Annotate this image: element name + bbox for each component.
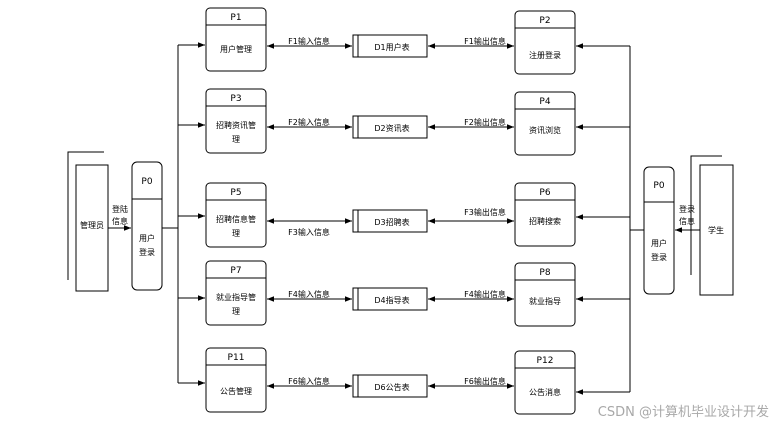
process-p6-id: P6: [539, 188, 550, 198]
store-d2-label: D2资讯表: [374, 123, 409, 133]
process-p3-name-2: 理: [232, 135, 240, 144]
process-p6-name: 招聘搜索: [529, 216, 561, 226]
process-p0-left-name-2: 登录: [139, 247, 155, 257]
process-p12: [514, 350, 576, 415]
process-p11-id: P11: [228, 353, 245, 363]
process-p0-right: [643, 166, 675, 295]
watermark: CSDN @计算机毕业设计开发: [597, 405, 769, 420]
store-d1-label: D1用户表: [374, 42, 409, 52]
store-d6: [352, 374, 428, 398]
process-p0-left: [131, 161, 163, 291]
process-p4-name: 资讯浏览: [529, 125, 561, 135]
process-p1-id: P1: [230, 13, 241, 23]
process-p2-name: 注册登录: [529, 50, 561, 60]
store-d4: [352, 287, 428, 311]
process-p5-id: P5: [230, 188, 241, 198]
entity-admin: [67, 151, 109, 292]
flow-f1-out-label: F1输出信息: [464, 36, 506, 46]
flow-student-login-label-2: 信息: [679, 216, 695, 226]
process-p8: [514, 262, 576, 327]
entity-student-label: 学生: [708, 225, 724, 235]
entity-admin-label: 管理员: [80, 220, 104, 230]
flow-f2-out-label: F2输出信息: [464, 117, 506, 127]
process-p7-name-1: 就业指导管: [216, 292, 256, 302]
process-p4-id: P4: [539, 97, 550, 107]
process-p2-id: P2: [539, 16, 550, 26]
process-p3: [205, 88, 267, 154]
flow-f4-out-label: F4输出信息: [464, 289, 506, 299]
store-d1: [352, 34, 428, 58]
store-d4-label: D4指导表: [374, 295, 409, 305]
process-p0-right-id: P0: [653, 181, 664, 191]
process-p5: [205, 182, 267, 248]
process-p7: [205, 260, 267, 326]
entity-student: [690, 155, 734, 296]
flow-f6-out-label: F6输出信息: [464, 376, 506, 386]
process-p12-id: P12: [537, 356, 554, 366]
process-p12-name: 公告消息: [529, 387, 561, 397]
process-p0-right-name-2: 登录: [651, 252, 667, 262]
process-p11-name: 公告管理: [220, 386, 252, 396]
process-p0-left-id: P0: [141, 177, 152, 187]
store-d3: [352, 209, 428, 233]
process-p3-id: P3: [230, 94, 241, 104]
flow-f1-in-label: F1输入信息: [288, 36, 330, 46]
process-p3-name-1: 招聘资讯管: [216, 120, 256, 130]
process-p0-left-name-1: 用户: [139, 233, 155, 243]
flow-admin-login-label-2: 信息: [112, 216, 128, 226]
process-p7-name-2: 理: [232, 307, 240, 316]
process-p4: [514, 91, 576, 156]
flow-student-login-label-1: 登录: [679, 204, 695, 214]
process-p1: [205, 7, 267, 72]
flow-f6-in-label: F6输入信息: [288, 376, 330, 386]
process-p11: [205, 347, 267, 413]
process-p5-name-1: 招聘信息管: [216, 214, 256, 224]
process-p8-id: P8: [539, 268, 550, 278]
process-p2: [514, 10, 576, 75]
process-p1-name: 用户管理: [220, 44, 252, 54]
store-d2: [352, 115, 428, 139]
flow-f3-out-label: F3输出信息: [464, 207, 506, 217]
flow-f2-in-label: F2输入信息: [288, 117, 330, 127]
process-p7-id: P7: [230, 266, 241, 276]
process-p6: [514, 182, 576, 247]
process-p5-name-2: 理: [232, 229, 240, 238]
flow-f4-in-label: F4输入信息: [288, 289, 330, 299]
process-p0-right-name-1: 用户: [651, 238, 667, 248]
store-d3-label: D3招聘表: [374, 217, 409, 227]
flow-f3-in-label: F3输入信息: [288, 227, 330, 237]
process-p8-name: 就业指导: [529, 296, 561, 306]
store-d6-label: D6公告表: [374, 382, 409, 392]
flow-admin-login-label-1: 登陆: [112, 204, 128, 214]
